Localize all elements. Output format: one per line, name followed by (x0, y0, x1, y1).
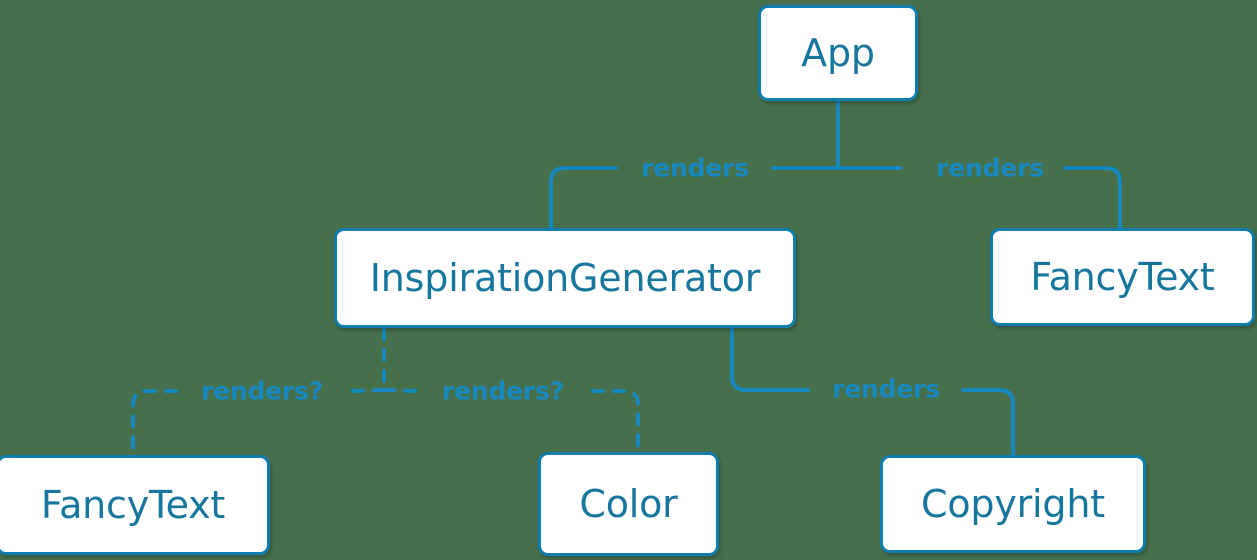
edge-label-app-to-fancytext: renders (936, 153, 1044, 183)
node-fancytext-right-label: FancyText (1030, 255, 1215, 299)
node-copyright[interactable]: Copyright (880, 455, 1146, 553)
edge-inspirationgenerator-to-color (382, 388, 640, 454)
edge-label-inspirationgenerator-to-copyright: renders (832, 374, 940, 404)
edge-inspirationgenerator-to-copyright (730, 327, 1015, 457)
edge-app-to-fancytext (836, 166, 1122, 230)
node-app[interactable]: App (758, 5, 918, 101)
node-fancytext-right[interactable]: FancyText (990, 228, 1255, 326)
node-color-label: Color (579, 482, 678, 526)
node-inspirationgenerator[interactable]: InspirationGenerator (334, 228, 796, 328)
node-inspirationgenerator-label: InspirationGenerator (369, 256, 761, 300)
edge-label-inspirationgenerator-to-color: renders? (441, 376, 565, 406)
edge-label-app-to-inspirationgenerator: renders (641, 153, 749, 183)
node-copyright-label: Copyright (921, 482, 1105, 526)
node-fancytext-bottom-label: FancyText (40, 483, 226, 527)
node-color[interactable]: Color (538, 452, 719, 556)
node-app-label: App (801, 31, 875, 75)
edge-app-to-inspirationgenerator (549, 166, 840, 230)
node-fancytext-bottom[interactable]: FancyText (0, 455, 270, 555)
edge-label-inspirationgenerator-to-fancytext: renders? (200, 376, 324, 406)
edge-inspirationgenerator-to-fancytext (131, 388, 386, 457)
